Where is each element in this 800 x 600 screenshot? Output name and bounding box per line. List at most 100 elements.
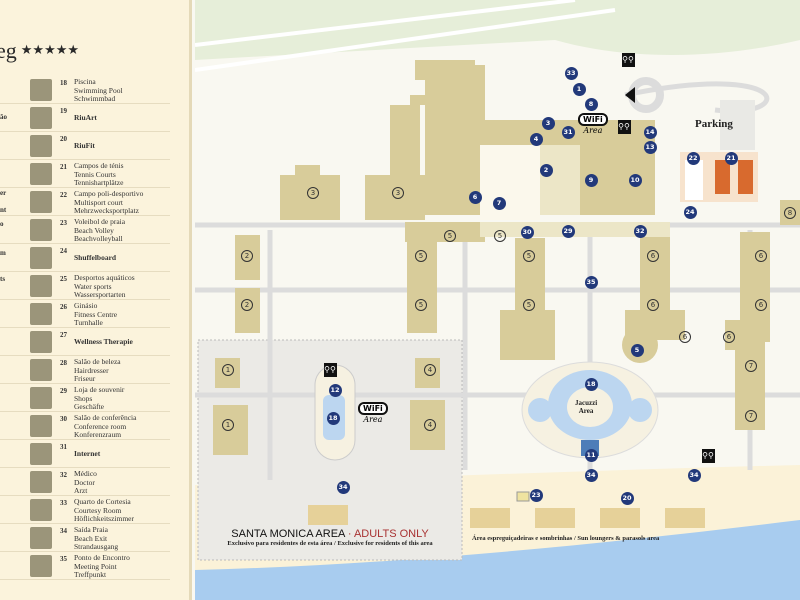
conference-icon [30,415,52,437]
legend-line: Wassersportarten [74,290,126,299]
building-number[interactable]: 6 [755,250,767,262]
building-number[interactable]: 6 [723,331,735,343]
legend-line: Shuffelboard [74,253,117,262]
building-number[interactable]: 3 [307,187,319,199]
legend-line: Tennis Courts [74,169,116,179]
legend-line: Voleibol de praia [74,217,126,226]
shop-icon [30,387,52,409]
wellness-icon [30,331,52,353]
map-marker[interactable]: 20 [620,491,634,505]
map-marker[interactable]: 3 [541,116,555,130]
map-marker[interactable]: 22 [686,151,700,165]
map-marker[interactable]: 11 [584,448,598,462]
map-marker[interactable]: 21 [724,151,738,165]
legend-number: 34 [60,527,67,535]
computer-icon [30,443,52,465]
map-marker[interactable]: 34 [336,480,350,494]
legend-line: RiuFit [74,141,95,150]
santa-monica-subtitle: Exclusivo para residentes de esta área /… [227,540,433,547]
legend-title: eg★★★★★ [0,38,80,63]
building-number[interactable]: 2 [241,299,253,311]
building-number[interactable]: 2 [241,250,253,262]
legend-number: 32 [60,471,67,479]
building-number[interactable]: 6 [647,299,659,311]
legend-line: Swimming Pool [74,85,123,95]
legend-line: Beach Exit [74,533,108,543]
legend-line: Campos de ténis [74,161,124,170]
wifi-icon: WiFi [358,402,388,415]
map-marker[interactable]: 6 [468,190,482,204]
map-marker[interactable]: 34 [584,468,598,482]
map-marker[interactable]: 7 [492,196,506,210]
building-number[interactable]: 4 [424,364,436,376]
map-marker[interactable]: 4 [529,132,543,146]
volleyball-icon [30,219,52,241]
map-marker[interactable]: 35 [584,275,598,289]
map-marker[interactable]: 1 [572,82,586,96]
legend-line: Salão de conferência [74,413,137,422]
meeting-point-icon [30,555,52,577]
building-number[interactable]: 4 [424,419,436,431]
map-marker[interactable]: 29 [561,224,575,238]
map-marker[interactable]: 13 [643,140,657,154]
building-number[interactable]: 8 [784,207,796,219]
building-number[interactable]: 1 [222,364,234,376]
map-marker[interactable]: 5 [630,343,644,357]
building-number[interactable]: 6 [679,331,691,343]
map-marker[interactable]: 32 [633,224,647,238]
building-number[interactable]: 1 [222,419,234,431]
map-marker[interactable]: 2 [539,163,553,177]
map-marker[interactable]: 31 [561,125,575,139]
building-number[interactable]: 5 [444,230,456,242]
building-number[interactable]: 5 [523,250,535,262]
map-marker[interactable]: 18 [584,377,598,391]
water-sports-icon [30,275,52,297]
legend-line: Campo poli-desportivo [74,189,144,198]
map-marker[interactable]: 10 [628,173,642,187]
building-number[interactable]: 7 [745,360,757,372]
legend-line: Höflichkeitszimmer [74,514,134,523]
building-number[interactable]: 7 [745,410,757,422]
building-number[interactable]: 5 [415,250,427,262]
building-number[interactable]: 6 [755,299,767,311]
legend-number: 29 [60,387,67,395]
legend-line: Salão de beleza [74,357,121,366]
map-marker[interactable]: 12 [328,383,342,397]
map-marker[interactable]: 33 [564,66,578,80]
map-marker[interactable]: 24 [683,205,697,219]
legend-number: 28 [60,359,67,367]
map-marker[interactable]: 8 [584,97,598,111]
legend-line: Conference room [74,421,127,431]
gym-icon [30,303,52,325]
building-number[interactable]: 6 [647,250,659,262]
map-marker[interactable]: 9 [584,173,598,187]
map-marker[interactable]: 18 [326,411,340,425]
map-marker[interactable]: 14 [643,125,657,139]
swimming-icon [30,79,52,101]
building-number[interactable]: 3 [392,187,404,199]
building-number[interactable]: 5 [415,299,427,311]
legend-number: 25 [60,275,67,283]
map-marker[interactable]: 30 [520,225,534,239]
legend-text: RiuArt [74,113,97,123]
legend-number: 33 [60,499,67,507]
building-number[interactable]: 5 [523,299,535,311]
restroom-icon: ⚲⚲ [701,449,715,463]
map-marker[interactable]: 34 [687,468,701,482]
art-icon [30,107,52,129]
building-number[interactable]: 5 [494,230,506,242]
parking-label: Parking [695,118,733,130]
map-marker[interactable]: 23 [529,488,543,502]
